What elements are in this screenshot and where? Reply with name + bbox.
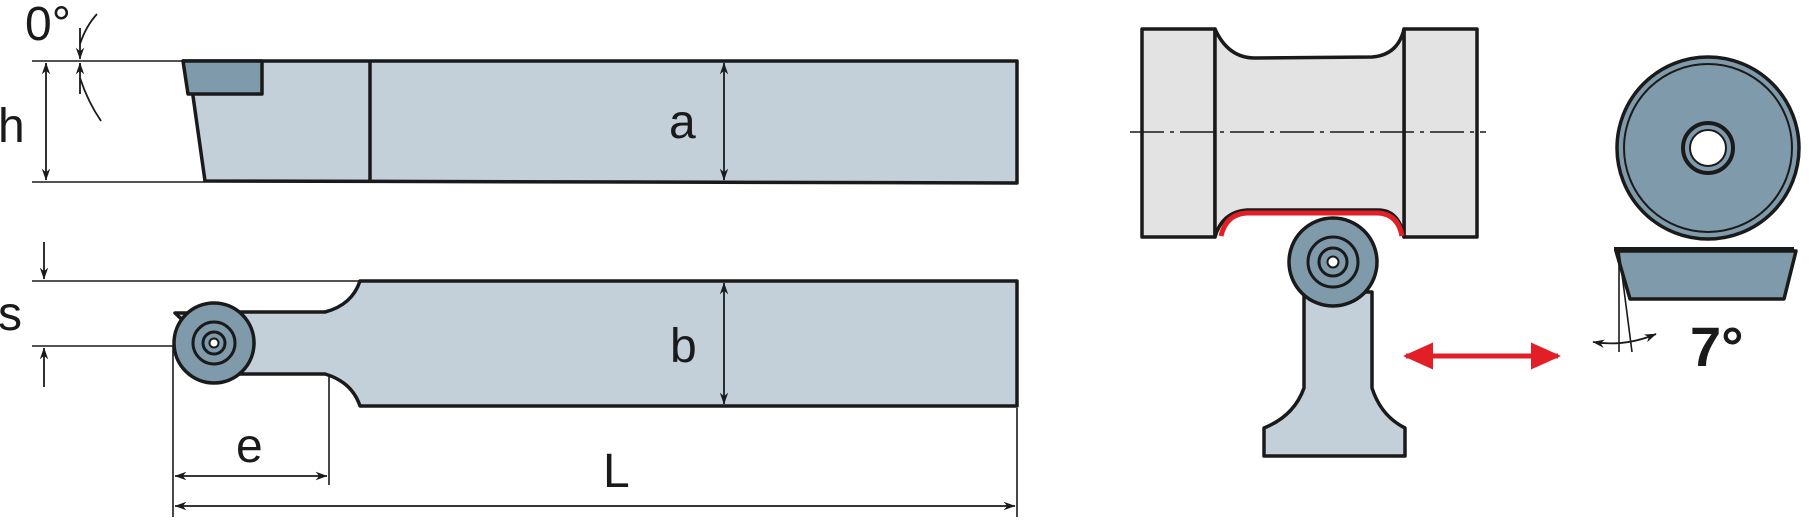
insert-center-hole-inner (1689, 129, 1727, 167)
insert-center-hole (1681, 121, 1735, 175)
application-view (1130, 27, 1561, 458)
workpiece-groove-section (1213, 27, 1406, 239)
s-label: s (0, 288, 22, 341)
side-insert (181, 59, 264, 96)
side-view: h a 0° (0, 0, 1019, 185)
L-label: L (603, 445, 630, 498)
b-label: b (670, 320, 697, 373)
top-view: s b e L (0, 242, 1019, 517)
insert-screw (201, 330, 227, 356)
e-label: e (236, 420, 263, 473)
tool-insert-screw (1317, 246, 1349, 278)
a-label: a (669, 96, 696, 149)
insert-detail: 7° (1592, 55, 1801, 378)
angle-zero-arc-bottom (79, 77, 102, 122)
top-shank (173, 279, 1019, 408)
tool-insert-ring (1306, 235, 1360, 289)
angle-zero-label: 0° (25, 0, 71, 51)
workpiece-right-flange (1402, 27, 1479, 239)
h-label: h (0, 100, 25, 153)
angle-zero-arc-top (79, 13, 98, 45)
side-shank (181, 59, 1019, 185)
workpiece-left-flange (1140, 27, 1217, 239)
insert-top-view-inner (1623, 63, 1793, 233)
tool-insert-hole (1326, 255, 1340, 269)
tool-stem (1262, 290, 1407, 458)
machined-profile (1218, 210, 1405, 237)
insert-hole (208, 337, 220, 349)
angle-seven-label: 7° (1690, 315, 1744, 378)
insert-ring (191, 320, 237, 366)
insert-side-profile (1614, 249, 1798, 301)
angle-seven-arc (1592, 333, 1657, 348)
insert-top-face (1614, 247, 1794, 251)
